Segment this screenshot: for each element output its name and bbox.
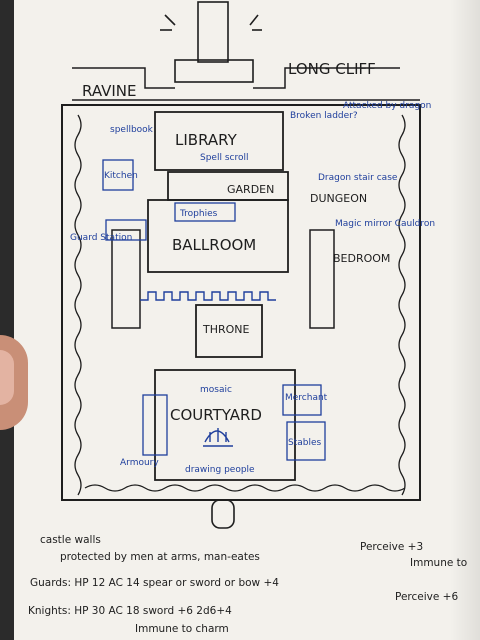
ballroom-label: BALLROOM <box>172 236 256 254</box>
magic-mirror-note: Magic mirror Cauldron <box>335 219 435 229</box>
left-tower <box>111 229 141 329</box>
note-protected: protected by men at arms, man-eates <box>60 551 260 563</box>
moat-squiggle-right <box>398 114 406 496</box>
stables-box <box>286 421 326 461</box>
armoury-box <box>142 394 168 456</box>
page-shadow <box>450 0 480 640</box>
drawing-people-note: drawing people <box>185 465 255 475</box>
note-knights: Knights: HP 30 AC 18 sword +6 2d6+4 <box>28 605 232 617</box>
fountain-icon <box>203 428 233 447</box>
spell-scroll-note: Spell scroll <box>200 153 248 163</box>
thumbnail-highlight <box>0 350 14 405</box>
stables-note: Stables <box>288 438 322 448</box>
kitchen-box <box>102 159 134 191</box>
throne-room <box>195 304 263 358</box>
trophies-box <box>174 202 236 222</box>
broken-ladder-note: Broken ladder? <box>290 111 358 121</box>
note-perceive-3: Perceive +3 <box>360 541 423 553</box>
right-tower <box>309 229 335 329</box>
ravine-label: RAVINE <box>82 82 137 100</box>
bedroom-label: BEDROOM <box>333 252 390 265</box>
merchant-box <box>282 384 322 416</box>
note-immune-charm: Immune to charm <box>135 623 229 635</box>
notebook-page <box>14 0 480 640</box>
dragon-attack-note: Attacked by dragon <box>343 101 431 111</box>
note-perceive-6: Perceive +6 <box>395 591 458 603</box>
trophies-note: Trophies <box>179 209 218 219</box>
library-label: LIBRARY <box>175 131 238 149</box>
merchant-note: Merchant <box>285 393 328 403</box>
library-room <box>154 111 284 171</box>
castle-gate <box>211 499 235 529</box>
note-guards: Guards: HP 12 AC 14 spear or sword or bo… <box>30 577 279 589</box>
guard-box <box>105 219 147 241</box>
guard-station-note: Guard Station <box>70 233 132 243</box>
moat-squiggle <box>74 114 82 496</box>
battlement-band <box>140 291 276 301</box>
courtyard-label: COURTYARD <box>170 406 262 424</box>
throne-label: THRONE <box>202 323 250 336</box>
garden-label: GARDEN <box>227 183 274 196</box>
mosaic-note: mosaic <box>200 385 232 395</box>
dungeon-label: DUNGEON <box>310 192 367 205</box>
long-cliff-label: LONG CLIFF <box>288 60 376 78</box>
kitchen-note: Kitchen <box>104 171 138 181</box>
cliff-line <box>72 67 400 89</box>
note-immune-to: Immune to <box>410 557 467 569</box>
note-castle-walls: castle walls <box>40 534 101 546</box>
outer-castle-wall <box>61 104 421 501</box>
dragon-stair-note: Dragon stair case <box>318 173 398 183</box>
courtyard <box>154 369 296 481</box>
armoury-note: Armoury <box>120 458 159 468</box>
moat-squiggle-bottom <box>84 484 406 492</box>
spellbook-note: spellbook <box>110 125 154 135</box>
top-tower <box>160 1 262 83</box>
ballroom-room <box>147 199 289 273</box>
